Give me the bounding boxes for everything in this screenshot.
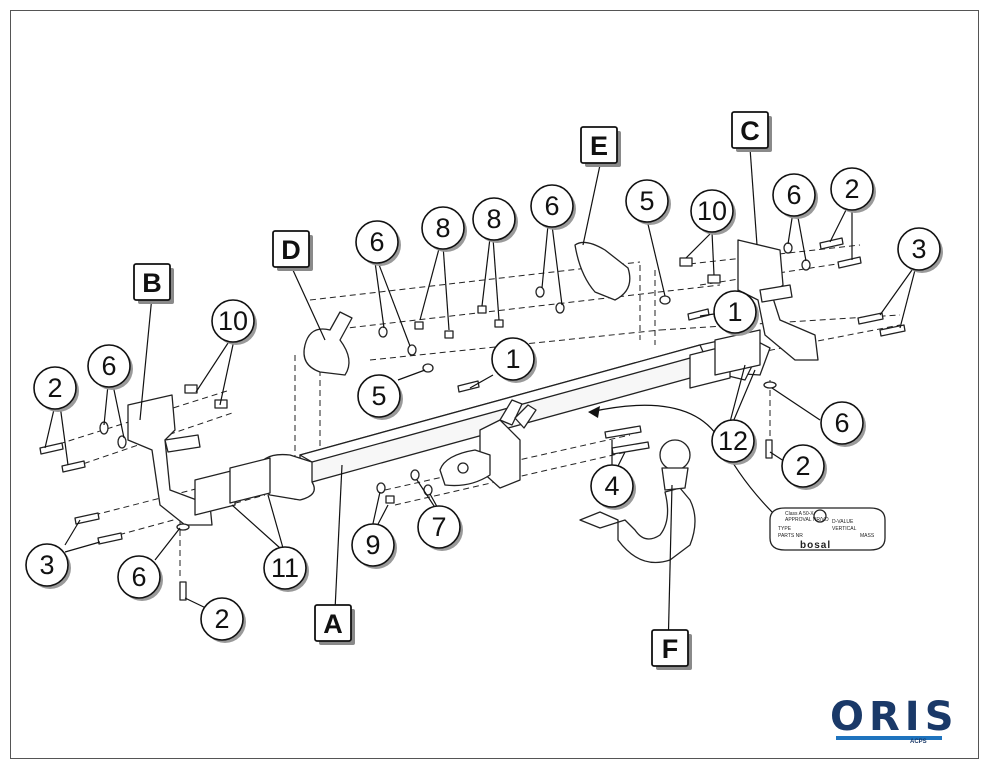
- label-9: 9: [351, 523, 397, 569]
- svg-text:10: 10: [697, 196, 727, 226]
- label-2-a: 2: [33, 366, 79, 412]
- label-5-a: 5: [357, 374, 403, 420]
- label-3-b: 3: [897, 227, 943, 273]
- oris-logo: ORIS ACPS: [830, 694, 954, 746]
- label-6-a: 6: [87, 344, 133, 390]
- label-10-a: 10: [211, 299, 257, 345]
- label-C: C: [731, 111, 772, 152]
- bracket-part-E: [574, 241, 631, 301]
- svg-text:12: 12: [718, 426, 748, 456]
- fasteners: [39, 237, 906, 601]
- plate-brand: bosal: [800, 540, 831, 551]
- logo-brand: ORIS: [830, 694, 959, 740]
- bracket-part-D: [303, 311, 353, 376]
- svg-text:E: E: [590, 131, 608, 161]
- label-1-b: 1: [713, 290, 759, 336]
- svg-text:6: 6: [101, 351, 116, 381]
- label-6-e: 6: [772, 173, 818, 219]
- svg-text:5: 5: [639, 186, 654, 216]
- label-2-c: 2: [830, 167, 876, 213]
- label-8-b: 8: [472, 197, 518, 243]
- svg-text:9: 9: [365, 530, 380, 560]
- label-6-c: 6: [355, 220, 401, 266]
- plate-line-4: PARTS NR: [778, 533, 803, 539]
- svg-text:5: 5: [371, 381, 386, 411]
- side-plates-11: [194, 457, 271, 516]
- label-8-a: 8: [421, 206, 467, 252]
- letter-labels: A B C D E F: [133, 111, 772, 670]
- label-4: 4: [590, 464, 636, 510]
- number-labels: 1 1 2 2 2 2 3 3: [25, 167, 943, 643]
- leader-lines: [44, 147, 916, 653]
- hitch-bracket: [439, 399, 537, 489]
- label-6-d: 6: [530, 184, 576, 230]
- svg-text:2: 2: [795, 451, 810, 481]
- plate-line-1: Class A 50-X: [785, 511, 814, 517]
- towball-part-F: [579, 439, 696, 564]
- plate-line-2: APPROVAL NR/VO: [785, 517, 829, 523]
- type-plate: Class A 50-X APPROVAL NR/VO TYPE PARTS N…: [769, 507, 886, 551]
- plate-line-5: D-VALUE: [832, 519, 854, 525]
- label-2-b: 2: [200, 597, 246, 643]
- svg-text:6: 6: [544, 191, 559, 221]
- bracket-part-C: [679, 239, 819, 361]
- svg-text:B: B: [142, 268, 162, 298]
- svg-text:7: 7: [431, 512, 446, 542]
- logo-subtitle: ACPS: [910, 739, 927, 745]
- svg-text:2: 2: [214, 604, 229, 634]
- svg-text:1: 1: [505, 344, 520, 374]
- plate-line-6: VERTICAL: [832, 526, 857, 532]
- label-11: 11: [263, 546, 309, 592]
- label-5-b: 5: [625, 179, 671, 225]
- diagram-frame: [10, 10, 979, 759]
- plate-line-3: TYPE: [778, 526, 792, 532]
- label-B: B: [133, 263, 174, 304]
- label-6-b: 6: [117, 555, 163, 601]
- label-12: 12: [711, 419, 757, 465]
- logo-underline: [836, 736, 942, 740]
- svg-text:1: 1: [727, 297, 742, 327]
- svg-text:10: 10: [218, 306, 248, 336]
- svg-text:6: 6: [131, 562, 146, 592]
- svg-text:D: D: [281, 235, 301, 265]
- svg-text:6: 6: [834, 408, 849, 438]
- svg-text:3: 3: [911, 234, 926, 264]
- svg-text:A: A: [323, 609, 343, 639]
- svg-text:6: 6: [369, 227, 384, 257]
- svg-text:11: 11: [271, 553, 299, 583]
- side-plates-12: [689, 329, 761, 389]
- label-10-b: 10: [690, 189, 736, 235]
- label-7: 7: [417, 505, 463, 551]
- svg-text:4: 4: [604, 471, 619, 501]
- label-D: D: [272, 230, 313, 271]
- svg-text:2: 2: [844, 174, 859, 204]
- label-E: E: [580, 126, 621, 167]
- bracket-part-B: [127, 384, 228, 526]
- label-F: F: [651, 629, 692, 670]
- svg-text:6: 6: [786, 180, 801, 210]
- svg-text:8: 8: [435, 213, 450, 243]
- svg-text:C: C: [740, 116, 760, 146]
- svg-text:8: 8: [486, 204, 501, 234]
- svg-text:F: F: [662, 634, 679, 664]
- label-6-f: 6: [820, 401, 866, 447]
- label-A: A: [314, 604, 355, 645]
- label-3-a: 3: [25, 543, 71, 589]
- plate-line-7: MASS: [860, 533, 875, 539]
- label-2-d: 2: [781, 444, 827, 490]
- label-1-a: 1: [491, 337, 537, 383]
- svg-text:2: 2: [47, 373, 62, 403]
- svg-text:3: 3: [39, 550, 54, 580]
